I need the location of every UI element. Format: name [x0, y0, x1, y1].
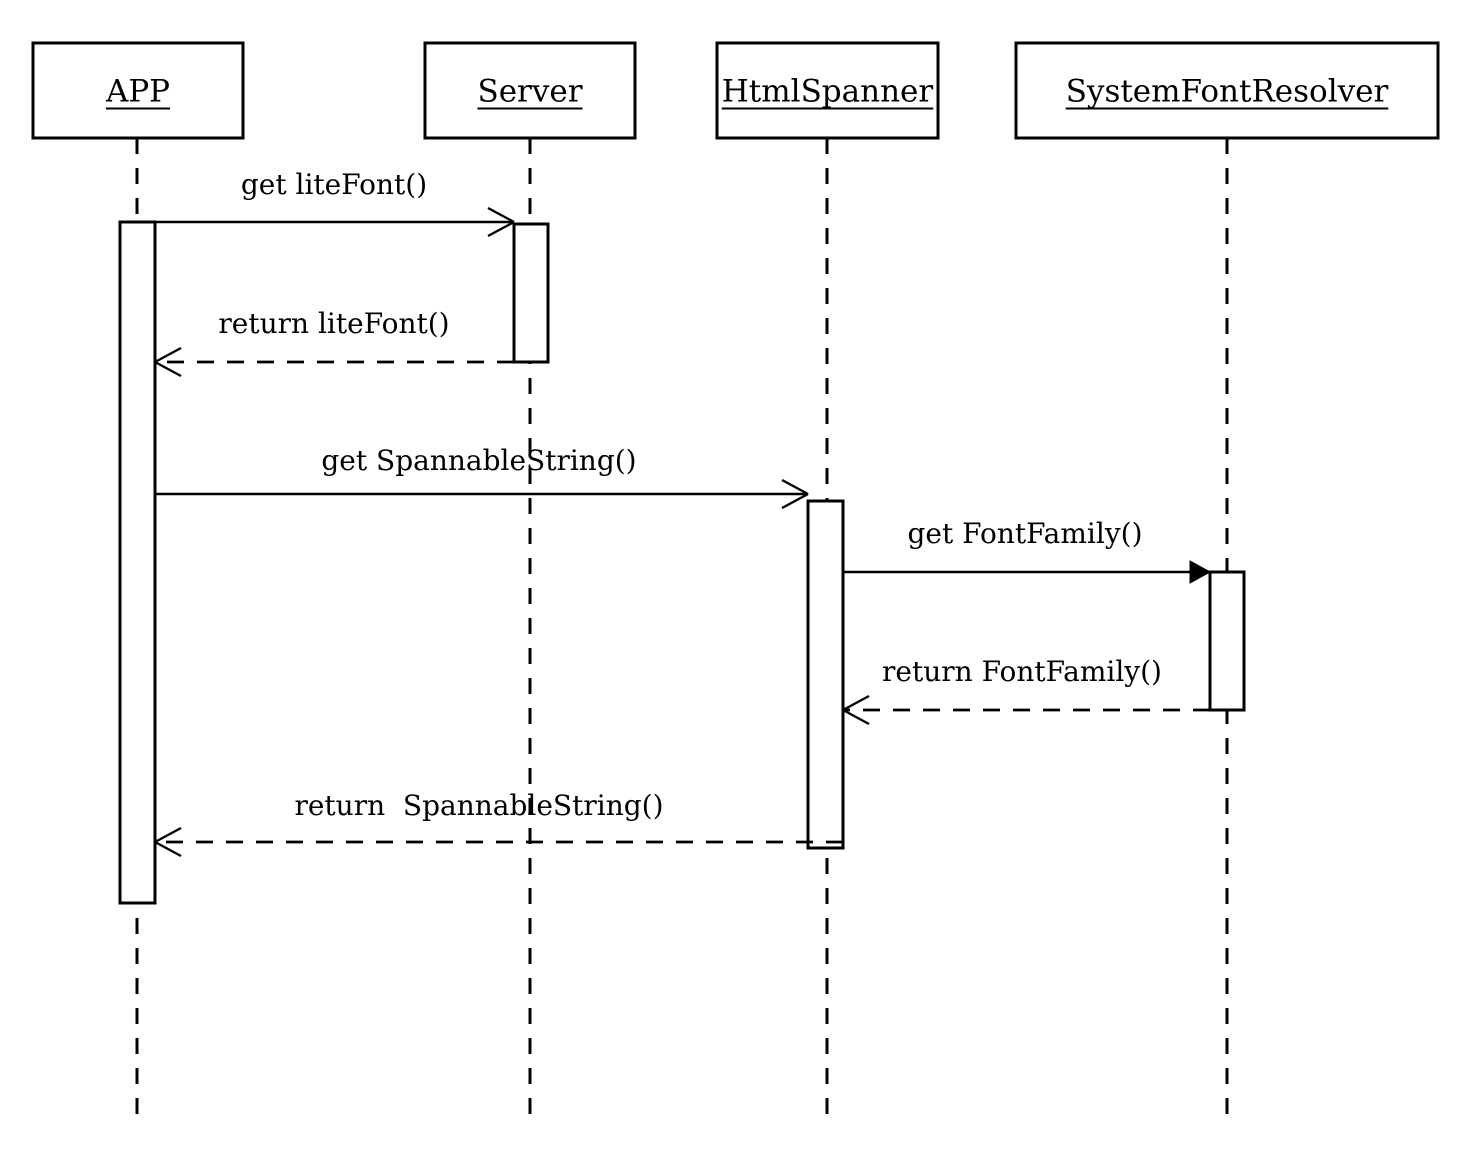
message-label-msg-5: return FontFamily() — [882, 655, 1162, 688]
arrowhead-open-lower-msg-2 — [154, 360, 182, 378]
participant-app[interactable]: APP — [31, 41, 245, 140]
activations-layer — [118, 220, 1246, 905]
message-msg-4[interactable]: get FontFamily() — [843, 517, 1212, 584]
participant-label-htmlspanner: HtmlSpanner — [722, 74, 934, 110]
participant-htmlspanner[interactable]: HtmlSpanner — [715, 41, 940, 140]
participants-layer: APP Server HtmlSpanner SystemFontResolver — [31, 41, 1440, 140]
message-msg-3[interactable]: get SpannableString() — [155, 444, 809, 510]
messages-layer: get liteFont() return liteFont() get Spann… — [154, 168, 1212, 858]
participant-box-app — [31, 41, 245, 140]
activation-bar-htmlspanner[interactable] — [806, 499, 845, 850]
arrowhead-open-lower-msg-1 — [487, 220, 515, 238]
lifelines-layer — [135, 138, 1229, 1128]
participant-box-htmlspanner — [715, 41, 940, 140]
message-label-msg-4: get FontFamily() — [907, 517, 1142, 550]
arrowhead-open-upper-msg-5 — [842, 694, 870, 712]
message-msg-5[interactable]: return FontFamily() — [842, 655, 1210, 726]
message-label-msg-1: get liteFont() — [241, 168, 427, 201]
participant-label-app: APP — [105, 74, 170, 110]
message-msg-1[interactable]: get liteFont() — [155, 168, 515, 238]
arrowhead-open-upper-msg-2 — [154, 346, 182, 364]
participant-box-server — [423, 41, 637, 140]
message-msg-6[interactable]: return SpannableString() — [154, 789, 843, 858]
arrowhead-open-lower-msg-5 — [842, 708, 870, 726]
arrowhead-open-upper-msg-3 — [781, 478, 809, 496]
participant-label-server: Server — [477, 74, 582, 110]
arrowhead-open-lower-msg-3 — [781, 492, 809, 510]
participant-server[interactable]: Server — [423, 41, 637, 140]
message-label-msg-3: get SpannableString() — [321, 444, 636, 477]
message-label-msg-6: return SpannableString() — [294, 789, 663, 822]
message-msg-2[interactable]: return liteFont() — [154, 307, 514, 378]
participant-systemfontresolver[interactable]: SystemFontResolver — [1014, 41, 1440, 140]
participant-label-systemfontresolver: SystemFontResolver — [1066, 74, 1389, 110]
activation-bar-systemfontresolver[interactable] — [1208, 570, 1246, 712]
activation-bar-server[interactable] — [512, 222, 550, 364]
participant-box-systemfontresolver — [1014, 41, 1440, 140]
arrowhead-solid-msg-4 — [1189, 560, 1212, 584]
message-label-msg-2: return liteFont() — [218, 307, 449, 340]
arrowhead-open-upper-msg-6 — [154, 826, 182, 844]
arrowhead-open-upper-msg-1 — [487, 206, 515, 224]
arrowhead-open-lower-msg-6 — [154, 840, 182, 858]
activation-bar-app[interactable] — [118, 220, 157, 905]
